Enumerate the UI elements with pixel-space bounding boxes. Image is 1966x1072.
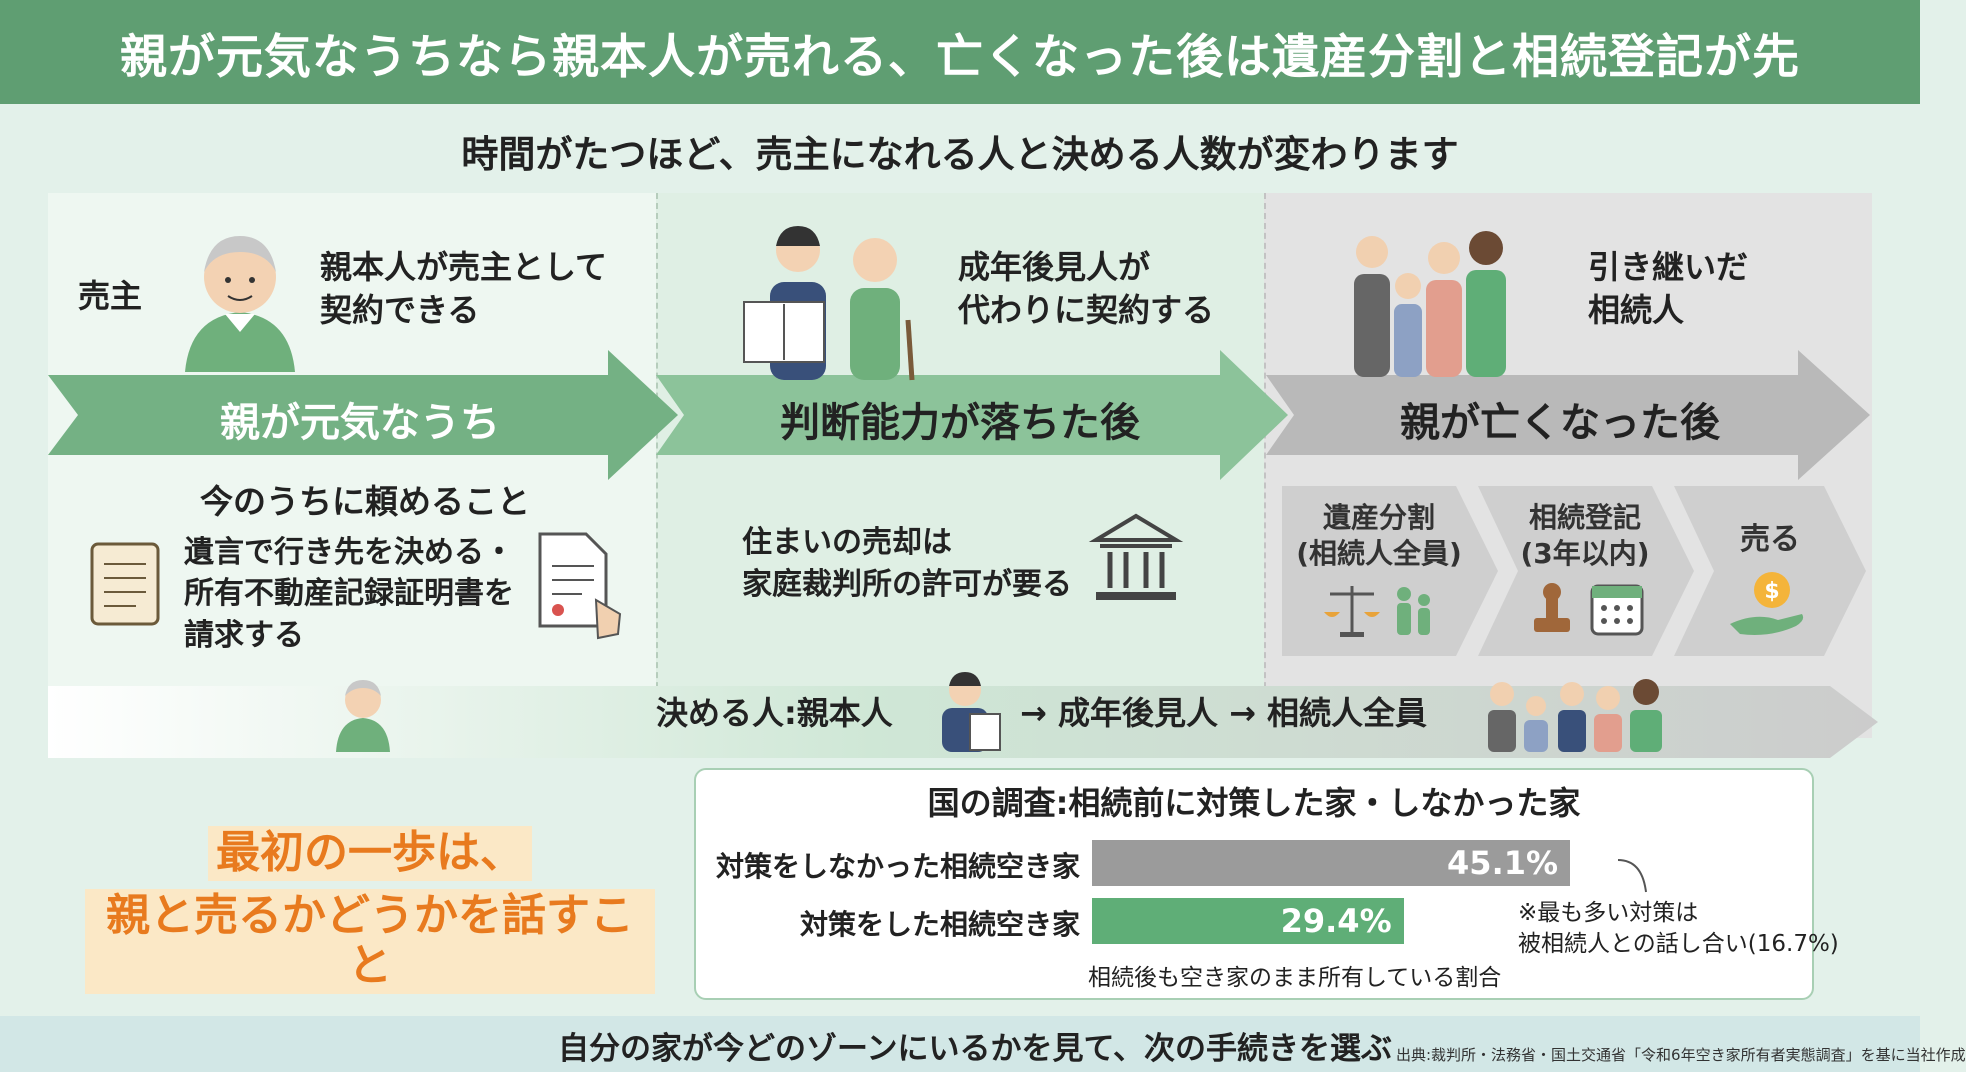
step-label-2: 相続登記 (3年以内) bbox=[1520, 501, 1650, 571]
stamp-and-calendar-icon bbox=[1534, 583, 1644, 636]
stage-arrow-3 bbox=[1266, 350, 1870, 480]
bar-untreated: 45.1% bbox=[1092, 840, 1571, 886]
court-note: 住まいの売却は 家庭裁判所の許可が要る bbox=[742, 525, 1072, 602]
money-hand-icon: $ bbox=[1730, 572, 1804, 635]
bar-treated: 29.4% bbox=[1092, 898, 1404, 944]
decider-parent-icon bbox=[336, 680, 390, 752]
step-label-3: 売る bbox=[1740, 522, 1800, 557]
seller-desc-1: 親本人が売主として 契約できる bbox=[320, 248, 608, 330]
zone-incapacitated bbox=[656, 193, 1264, 738]
footer-message: 自分の家が今どのゾーンにいるかを見て、次の手続きを選ぶ bbox=[558, 1031, 1392, 1067]
decider-guardian-icon bbox=[942, 672, 1001, 752]
decider-middle: → 成年後見人 → 相続人全員 bbox=[1020, 694, 1428, 732]
heirs-family-icon bbox=[1354, 231, 1506, 377]
decider-heirs-icon bbox=[1488, 679, 1662, 752]
title-bar: 親が元気なうちなら親本人が売れる、亡くなった後は遺産分割と相続登記が先 bbox=[0, 0, 1920, 104]
will-scroll-icon bbox=[90, 542, 160, 626]
cta-line-2: 親と売るかどうかを話すこと bbox=[85, 888, 655, 994]
decider-prefix: 決める人:親本人 bbox=[656, 694, 893, 732]
chart-title: 国の調査:相続前に対策した家・しなかった家 bbox=[927, 784, 1581, 822]
bar-value-label-2: 29.4% bbox=[1280, 902, 1392, 940]
svg-text:$: $ bbox=[1764, 579, 1779, 604]
seller-desc-3: 引き継いだ 相続人 bbox=[1588, 248, 1749, 330]
elderly-parent-icon bbox=[185, 236, 295, 372]
note-connector bbox=[1617, 859, 1647, 893]
chart-note: ※最も多い対策は 被相続人との話し合い(16.7%) bbox=[1518, 900, 1839, 958]
todo-text: 遺言で行き先を決める・ 所有不動産記録証明書を 請求する bbox=[184, 535, 514, 653]
bar-category-2: 対策をした相続空き家 bbox=[799, 908, 1080, 941]
page-title: 親が元気なうちなら親本人が売れる、亡くなった後は遺産分割と相続登記が先 bbox=[120, 29, 1800, 85]
bar-value-label-1: 45.1% bbox=[1447, 844, 1559, 882]
stage-arrow-1 bbox=[48, 350, 678, 480]
seller-desc-2: 成年後見人が 代わりに契約する bbox=[958, 248, 1215, 330]
step-label-1: 遺産分割 (相続人全員) bbox=[1296, 501, 1462, 571]
subtitle: 時間がたつほど、売主になれる人と決める人数が変わります bbox=[461, 133, 1459, 176]
zone-healthy bbox=[48, 193, 656, 738]
stage-arrow-2 bbox=[656, 350, 1288, 480]
stage-arrows bbox=[48, 350, 1870, 480]
courthouse-icon bbox=[1088, 513, 1184, 600]
call-to-action: 最初の一歩は、 親と売るかどうかを話すこと bbox=[85, 822, 655, 998]
step-chevron-3 bbox=[1674, 486, 1866, 656]
guardian-and-parent-icon bbox=[743, 226, 915, 381]
stage-label-2: 判断能力が落ちた後 bbox=[780, 400, 1140, 446]
certificate-document-icon bbox=[538, 532, 622, 640]
todo-title: 今のうちに頼めること bbox=[200, 482, 530, 521]
stage-label-1: 親が元気なうち bbox=[220, 400, 500, 446]
cta-line-1: 最初の一歩は、 bbox=[208, 826, 532, 881]
chart-xlabel: 相続後も空き家のまま所有している割合 bbox=[1088, 965, 1502, 991]
bar-category-1: 対策をしなかった相続空き家 bbox=[715, 850, 1080, 883]
footer-bar bbox=[0, 1016, 1920, 1072]
seller-label: 売主 bbox=[78, 277, 143, 315]
scales-and-people-icon bbox=[1324, 586, 1430, 637]
footer-source: 出典:裁判所・法務省・国土交通省「令和6年空き家所有者実態調査」を基に当社作成 bbox=[1396, 1046, 1966, 1064]
stage-label-3: 親が亡くなった後 bbox=[1400, 400, 1720, 446]
